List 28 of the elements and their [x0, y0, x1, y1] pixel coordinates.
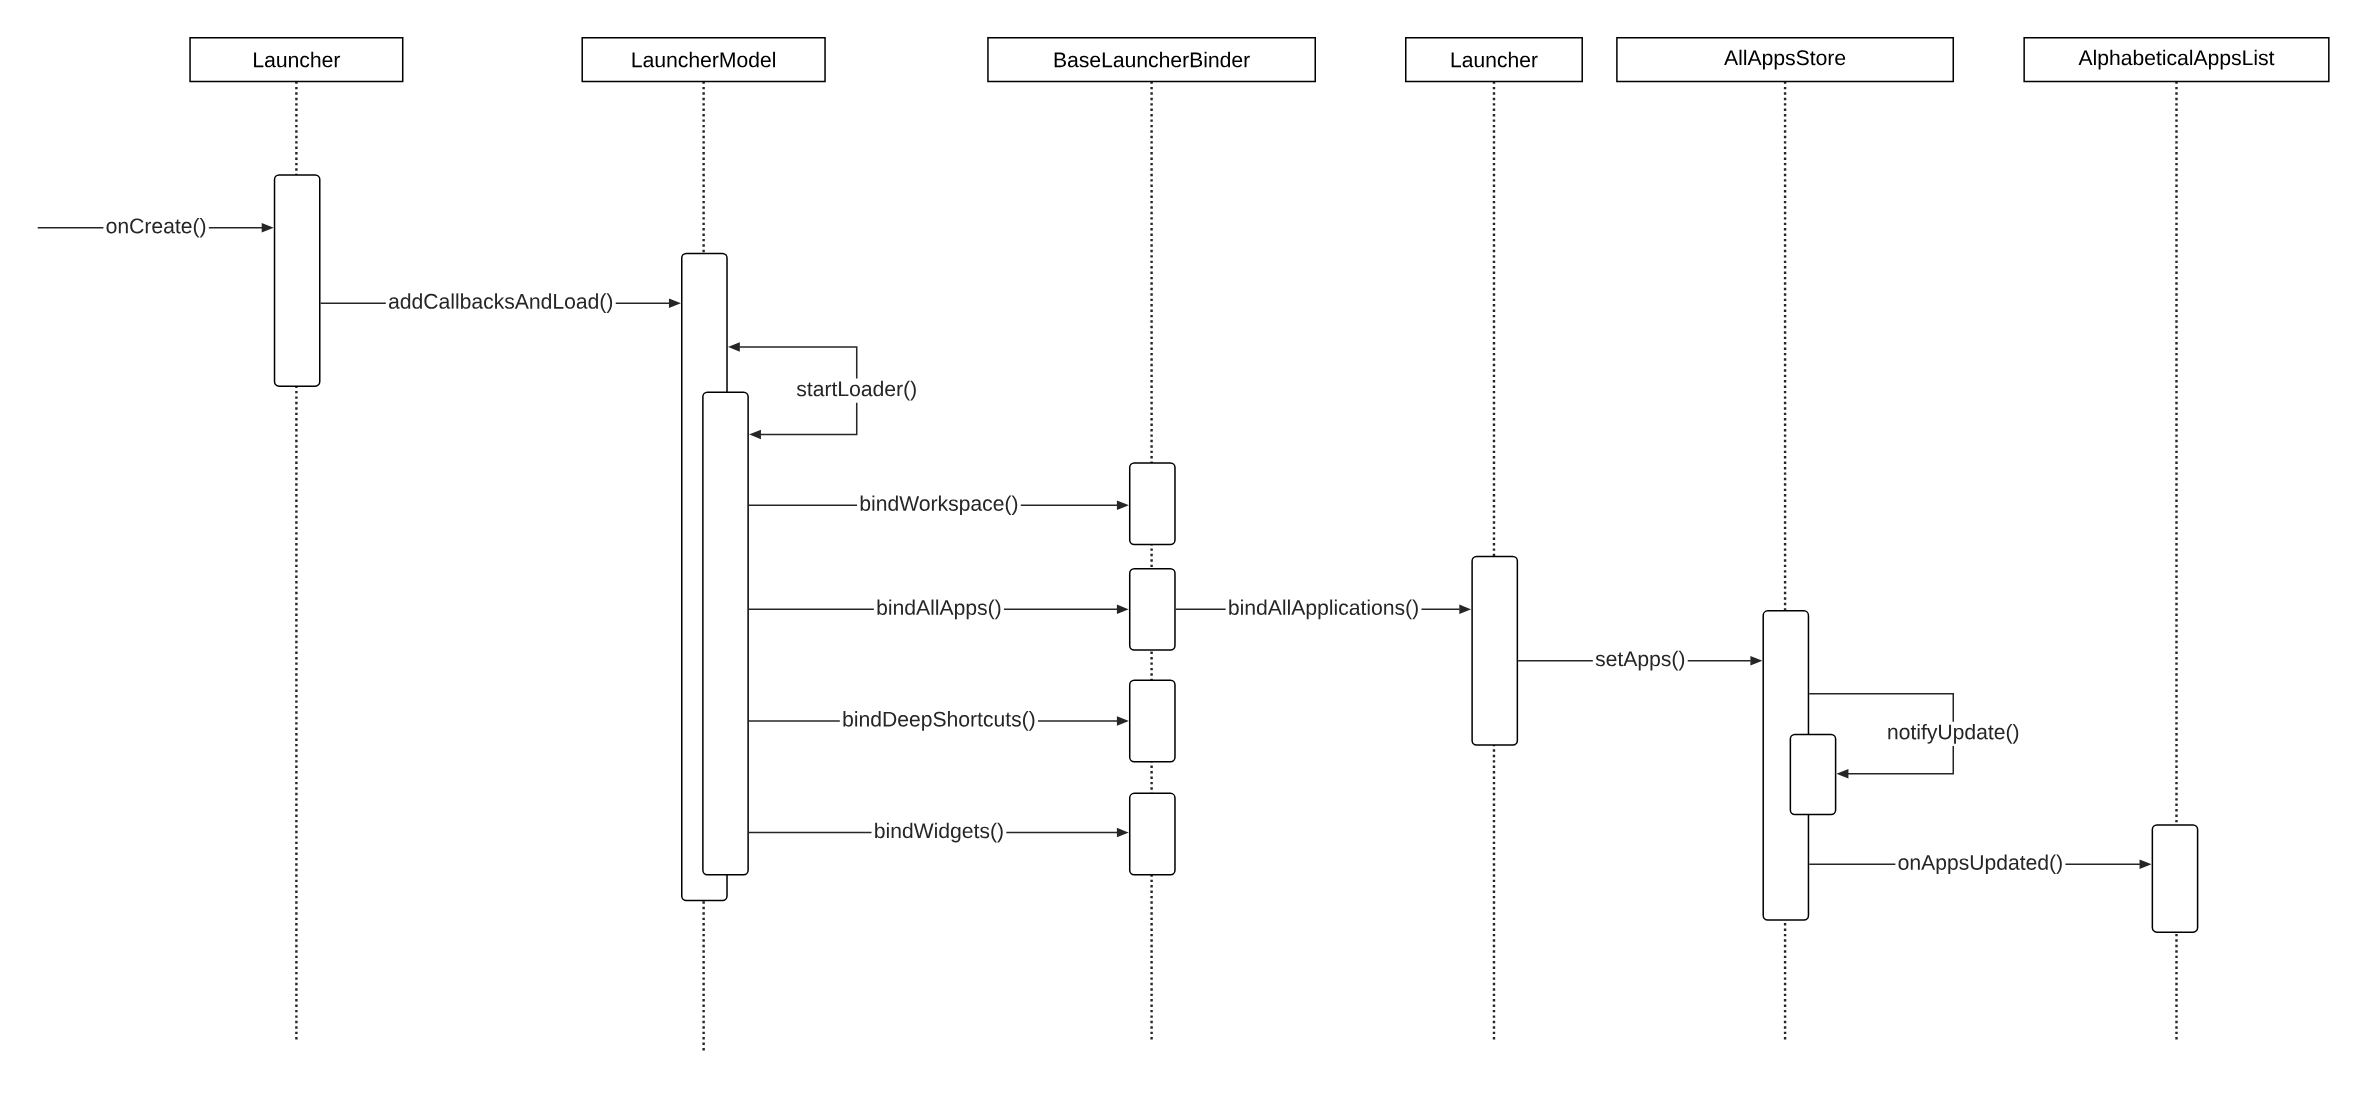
edge-label: bindWorkspace()	[857, 493, 1021, 518]
participant-box: Launcher	[1405, 36, 1583, 83]
participant-box: LauncherModel	[581, 36, 826, 83]
edge-label: addCallbacksAndLoad()	[385, 291, 616, 316]
edge-label: bindDeepShortcuts()	[839, 708, 1038, 734]
participant-box: AlphabeticalAppsList	[2023, 36, 2330, 83]
self-call-arrow	[1808, 693, 1954, 779]
activation-bar	[2151, 824, 2199, 933]
participant-box: AllAppsStore	[1616, 36, 1954, 83]
activation-bar	[1128, 462, 1176, 546]
activation-bar	[1128, 679, 1176, 763]
edge-label: startLoader()	[794, 378, 920, 403]
edge-label: setApps()	[1592, 648, 1688, 673]
edge-label: bindAllApplications()	[1225, 597, 1422, 622]
participant-box: Launcher	[189, 36, 404, 83]
activation-bar	[1128, 567, 1176, 651]
participant-box: BaseLauncherBinder	[987, 36, 1316, 83]
activation-bar	[273, 174, 321, 387]
edge-label: bindAllApps()	[873, 597, 1004, 622]
edge-label: onCreate()	[103, 215, 209, 240]
activation-bar	[1762, 610, 1810, 921]
activation-bar	[1471, 555, 1519, 746]
edge-label: bindWidgets()	[871, 820, 1007, 845]
edge-label: onAppsUpdated()	[1895, 852, 2066, 877]
activation-bar	[1128, 792, 1176, 876]
edge-label: notifyUpdate()	[1884, 721, 2022, 746]
activation-bar	[1789, 733, 1837, 816]
activation-bar	[702, 391, 749, 876]
